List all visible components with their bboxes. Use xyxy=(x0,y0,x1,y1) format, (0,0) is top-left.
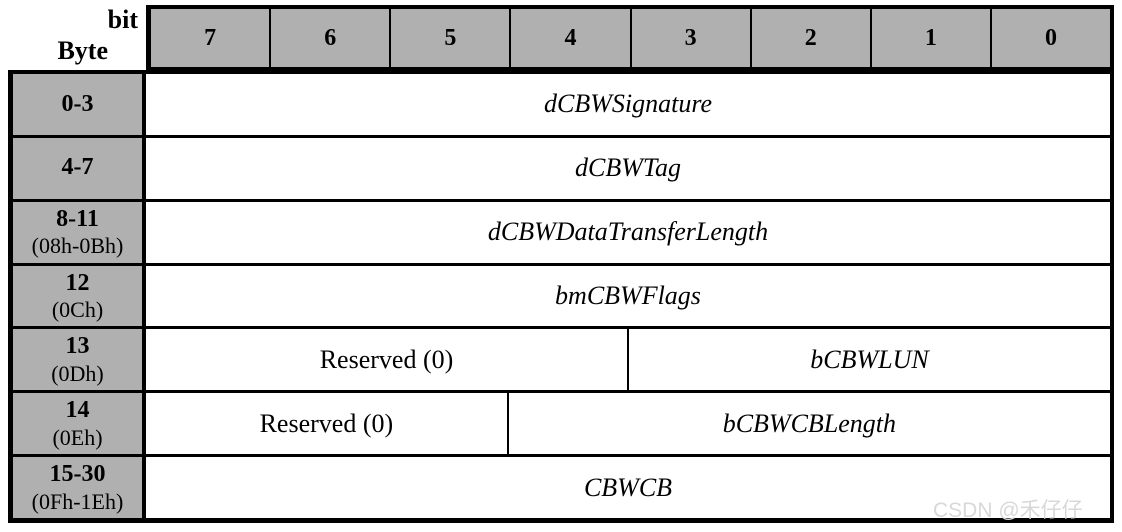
byte-hex-range: (0Eh) xyxy=(52,424,103,450)
field-cells: bmCBWFlags xyxy=(146,266,1110,327)
byte-cell: 13 (0Dh) xyxy=(13,329,146,391)
field-cell: dCBWDataTransferLength xyxy=(487,217,769,247)
byte-hex-range: (08h-0Bh) xyxy=(31,233,124,259)
table-row: 0-3 dCBWSignature xyxy=(13,74,1110,135)
byte-range: 8-11 xyxy=(56,205,99,232)
byte-cell: 8-11 (08h-0Bh) xyxy=(13,201,146,263)
byte-range: 15-30 xyxy=(49,461,106,488)
csdn-watermark: CSDN @禾仔仔 xyxy=(933,499,1083,522)
table-row: 13 (0Dh) Reserved (0) bCBWLUN xyxy=(13,326,1110,391)
bit-header-cell-3: 3 xyxy=(629,9,750,67)
bit-header-cell-1: 1 xyxy=(869,9,990,67)
bit-header-row: 7 6 5 4 3 2 1 0 xyxy=(146,5,1114,70)
table-row: 14 (0Eh) Reserved (0) bCBWCBLength xyxy=(13,390,1110,455)
table-row: 4-7 dCBWTag xyxy=(13,134,1110,199)
bit-header-cell-6: 6 xyxy=(269,9,390,67)
byte-range: 4-7 xyxy=(61,154,94,181)
byte-hex-range: (0Ch) xyxy=(51,297,104,323)
bit-header-cell-2: 2 xyxy=(749,9,870,67)
corner-label-bit: bit xyxy=(107,5,138,34)
table-row: 8-11 (08h-0Bh) dCBWDataTransferLength xyxy=(13,198,1110,263)
byte-cell: 14 (0Eh) xyxy=(13,393,146,455)
table-row: 12 (0Ch) bmCBWFlags xyxy=(13,262,1110,327)
byte-cell: 0-3 xyxy=(13,74,146,135)
byte-cell: 12 (0Ch) xyxy=(13,265,146,327)
table-body: 0-3 dCBWSignature 4-7 dCBWTag 8-11 (08h-… xyxy=(8,70,1114,523)
byte-hex-range: (0Dh) xyxy=(51,361,104,387)
bit-header-cell-7: 7 xyxy=(151,9,270,67)
field-cell-reserved: Reserved (0) xyxy=(319,344,454,374)
field-cell: dCBWTag xyxy=(575,153,681,183)
table-row: 15-30 (0Fh-1Eh) CBWCB xyxy=(13,454,1110,519)
field-cell: CBWCB xyxy=(583,472,673,502)
field-cells: Reserved (0) bCBWLUN xyxy=(146,329,1110,391)
bit-header-cell-4: 4 xyxy=(509,9,630,67)
bit-header-cell-0: 0 xyxy=(989,9,1110,67)
field-cell: dCBWSignature xyxy=(543,89,713,119)
field-cells: Reserved (0) bCBWCBLength xyxy=(146,393,1110,455)
byte-range: 14 xyxy=(65,397,90,424)
byte-range: 13 xyxy=(65,333,90,360)
byte-cell: 15-30 (0Fh-1Eh) xyxy=(13,457,146,519)
field-cells: CBWCB xyxy=(146,457,1110,518)
byte-range: 0-3 xyxy=(61,90,94,117)
byte-hex-range: (0Fh-1Eh) xyxy=(31,488,124,514)
field-cells: dCBWSignature xyxy=(146,74,1110,135)
field-cell: bCBWLUN xyxy=(627,329,1110,391)
field-cells: dCBWDataTransferLength xyxy=(146,202,1110,263)
byte-range: 12 xyxy=(65,269,90,296)
field-cell: bCBWCBLength xyxy=(506,393,1110,455)
field-cell-reserved: Reserved (0) xyxy=(259,408,394,438)
field-cells: dCBWTag xyxy=(146,138,1110,199)
field-cell: bmCBWFlags xyxy=(555,281,701,310)
byte-cell: 4-7 xyxy=(13,137,146,199)
bit-header-cell-5: 5 xyxy=(389,9,510,67)
corner-label-byte: Byte xyxy=(57,35,108,65)
corner-header: bit Byte xyxy=(0,0,146,70)
